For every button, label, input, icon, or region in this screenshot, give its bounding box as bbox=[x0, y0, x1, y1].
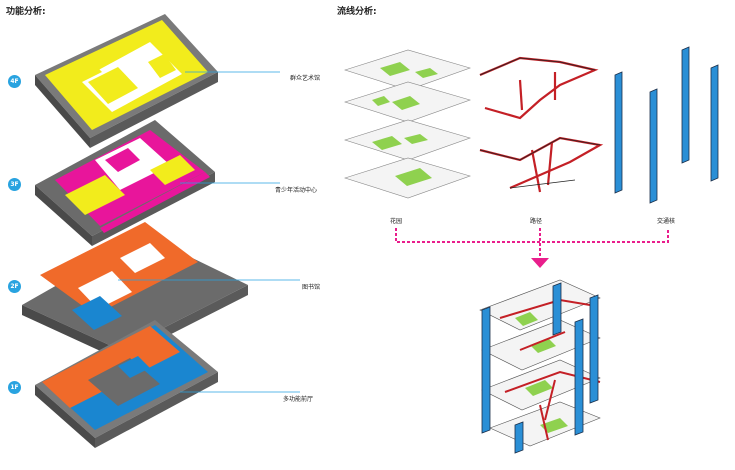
core-columns bbox=[614, 46, 719, 204]
core-label: 交通核 bbox=[657, 218, 676, 225]
floor-label-4f: 群众艺术馆 bbox=[290, 75, 321, 82]
path-label: 路径 bbox=[530, 218, 543, 225]
floor-label-2f: 图书馆 bbox=[302, 284, 321, 291]
path-routes bbox=[479, 56, 604, 193]
floor-3f-plate bbox=[35, 120, 215, 246]
garden-floor-plans bbox=[344, 49, 471, 199]
floor-badge-4f: 4F bbox=[8, 75, 21, 88]
floor-label-1f: 多功能前厅 bbox=[283, 396, 314, 403]
merge-arrowhead bbox=[531, 258, 549, 268]
floor-badge-1f: 1F bbox=[8, 381, 21, 394]
merge-arrow bbox=[395, 228, 669, 258]
floor-badge-3f: 3F bbox=[8, 178, 21, 191]
floor-1f-plate bbox=[35, 320, 218, 448]
circulation-analysis-title: 流线分析: bbox=[337, 7, 377, 17]
function-analysis-title: 功能分析: bbox=[6, 7, 46, 17]
combined-model bbox=[479, 279, 601, 454]
garden-label: 花园 bbox=[390, 218, 403, 225]
floor-label-3f: 青少年活动中心 bbox=[275, 187, 318, 194]
floor-4f-plate bbox=[35, 14, 218, 148]
floor-badge-2f: 2F bbox=[8, 280, 21, 293]
